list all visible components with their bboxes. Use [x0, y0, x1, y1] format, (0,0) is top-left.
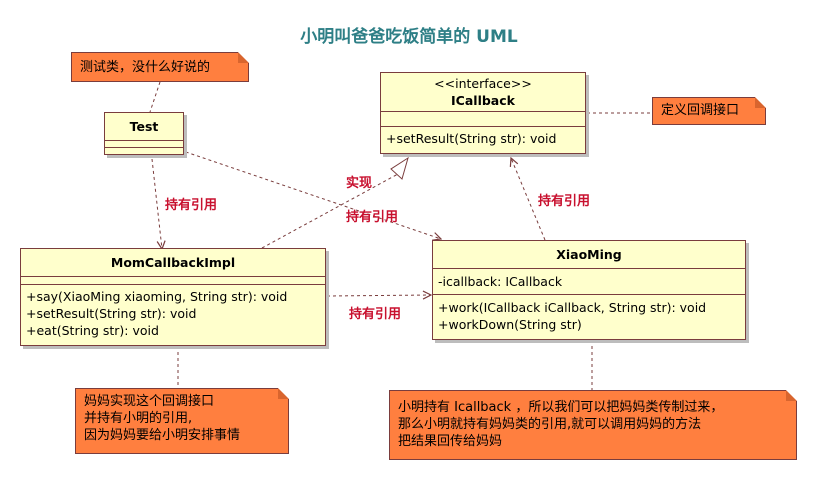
method-work: +work(ICallback iCallback, String str): …	[438, 300, 707, 315]
diagram-title: 小明叫爸爸吃饭简单的 UML	[300, 27, 518, 47]
interface-stereotype: <<interface>>	[434, 76, 532, 91]
note-link-test	[149, 81, 161, 113]
label-xiaoming-icallback: 持有引用	[538, 194, 591, 209]
method-setresult: +setResult(String str): void	[386, 131, 557, 146]
method-setresult: +setResult(String str): void	[26, 306, 197, 321]
relation-mom-xiaoming	[326, 295, 431, 296]
note-mom: 妈妈实现这个回调接口 并持有小明的引用, 因为妈妈要给小明安排事情	[75, 388, 289, 454]
relation-xiaoming-icallback	[511, 158, 546, 241]
class-icallback[interactable]: <<interface>> ICallback +setResult(Strin…	[380, 72, 586, 154]
attribute-icallback: -icallback: ICallback	[438, 274, 563, 289]
relation-test-xiaoming	[179, 149, 441, 239]
class-name-icallback: ICallback	[451, 93, 515, 108]
note-icallback: 定义回调接口	[652, 97, 766, 125]
method-say: +say(XiaoMing xiaoming, String str): voi…	[26, 289, 288, 304]
label-mom-icallback: 实现	[346, 176, 373, 191]
class-test[interactable]: Test	[104, 112, 184, 155]
method-workdown: +workDown(String str)	[438, 317, 582, 332]
label-test-xiaoming: 持有引用	[346, 210, 399, 225]
label-test-mom: 持有引用	[165, 198, 218, 213]
method-eat: +eat(String str): void	[26, 323, 159, 338]
label-mom-xiaoming: 持有引用	[349, 307, 402, 322]
relation-test-mom	[151, 158, 162, 249]
class-name-xiaoming: XiaoMing	[556, 247, 622, 262]
note-test: 测试类，没什么好说的	[71, 52, 249, 82]
relation-mom-icallback	[261, 173, 399, 249]
realization-triangle	[390, 156, 409, 180]
class-xiaoming[interactable]: XiaoMing -icallback: ICallback +work(ICa…	[432, 240, 746, 340]
note-xiaoming: 小明持有 Icallback ，所以我们可以把妈妈类传制过来， 那么小明就持有妈…	[389, 390, 797, 460]
class-name-mom: MomCallbackImpl	[110, 255, 236, 270]
class-momcallbackimpl[interactable]: MomCallbackImpl +say(XiaoMing xiaoming, …	[20, 248, 326, 346]
class-name-test: Test	[129, 119, 159, 134]
